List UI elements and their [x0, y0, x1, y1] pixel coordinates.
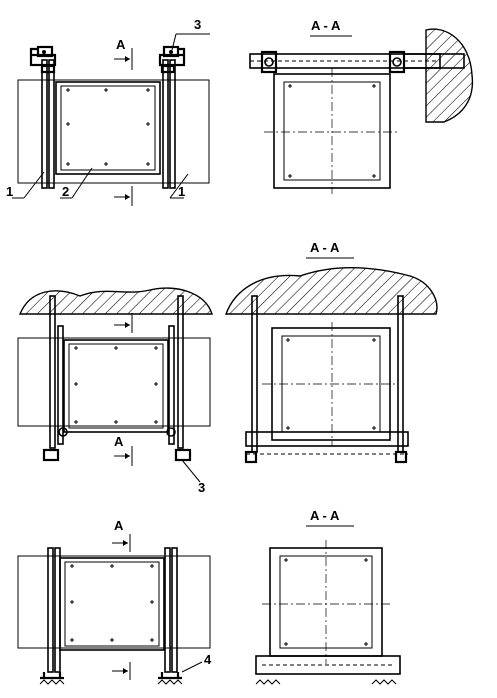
right-rail-b: [169, 59, 176, 189]
wall-outline-3: [17, 555, 211, 649]
callout-1-right: 1: [178, 184, 185, 199]
callout-3-middle: 3: [198, 480, 205, 495]
view-2-section: A - A: [224, 240, 438, 464]
callout-1-left: 1: [6, 184, 13, 199]
section-title-3: A - A: [310, 508, 340, 523]
bottom-bar-2: [245, 431, 409, 447]
view-3-section: A - A: [255, 508, 401, 685]
right-rail-a: [162, 59, 169, 189]
cut-mark-a-top: A: [116, 37, 126, 52]
panel-outer-3: [59, 557, 165, 651]
wall-outline-2: [17, 337, 211, 427]
callout-2: 2: [62, 184, 69, 199]
panel-marks: [66, 88, 150, 166]
view-2-front: A 3: [17, 287, 213, 495]
cut-mark-a-3: A: [114, 518, 124, 533]
view-1-front: A 1 2 1 3: [6, 17, 210, 206]
wall-hatch-1: [425, 28, 474, 123]
callout-3-top: 3: [194, 17, 201, 32]
left-clamp: [29, 45, 57, 74]
callout-4: 4: [204, 652, 212, 667]
cut-mark-a-2: A: [114, 434, 124, 449]
panel-inner: [60, 85, 156, 171]
panel-outer: [55, 81, 161, 175]
wall-outline: [17, 79, 210, 184]
section-title-1: A - A: [311, 18, 341, 33]
view-1-section: A - A: [249, 18, 474, 194]
right-clamp: [158, 45, 186, 74]
view-3-front: A 4: [17, 518, 212, 685]
section-title-2: A - A: [310, 240, 340, 255]
left-rail-b: [48, 59, 55, 189]
ceiling-hatch-2: [18, 287, 213, 315]
panel-outer-2: [63, 339, 169, 433]
ceiling-hatch-2b: [224, 266, 438, 315]
left-rail-a: [41, 59, 48, 189]
base-3: [255, 655, 401, 675]
